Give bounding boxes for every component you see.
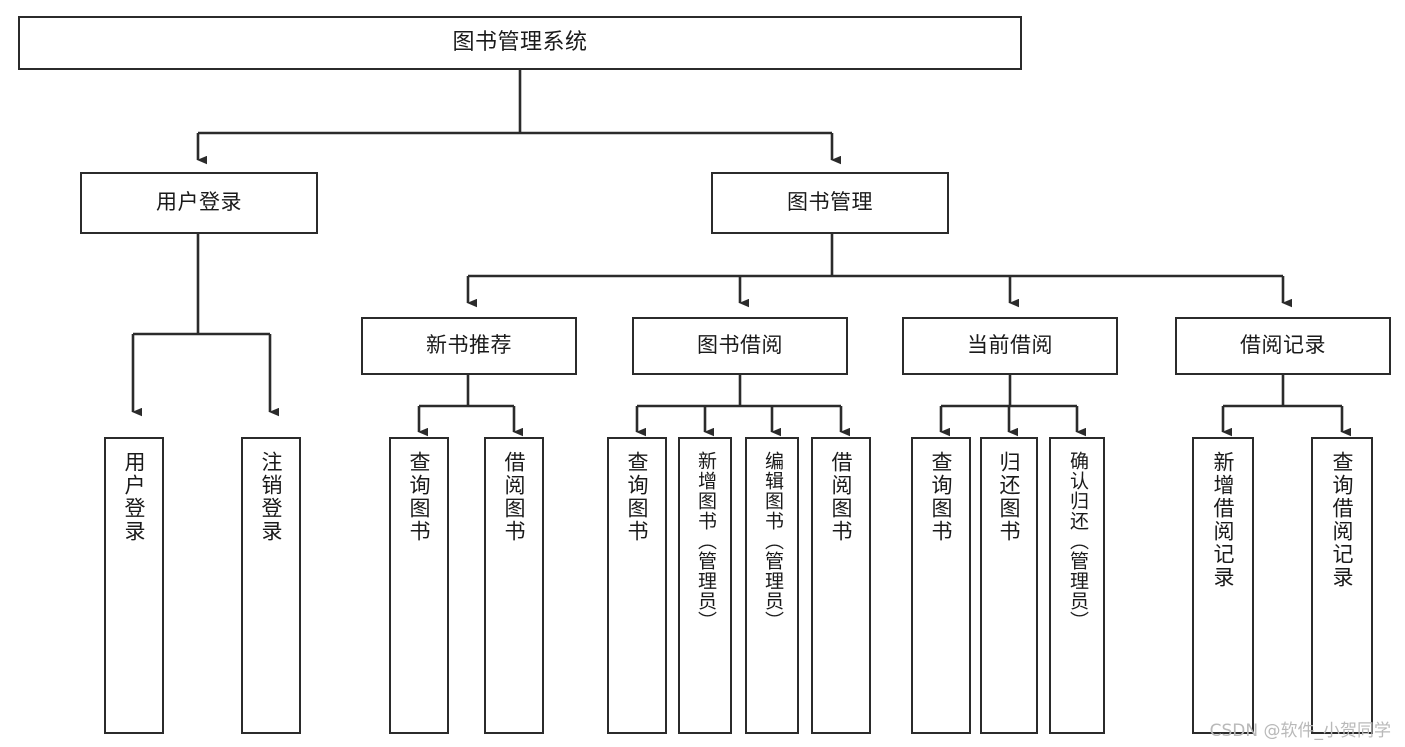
node-leaf-confirm-return-admin[interactable]: 确认归还（管理员） [1049, 437, 1105, 734]
node-root-book-management-system[interactable]: 图书管理系统 [18, 16, 1022, 70]
node-leaf-return-books[interactable]: 归还图书 [980, 437, 1038, 734]
node-label: 图书管理 [787, 190, 873, 215]
node-label: 当前借阅 [967, 333, 1053, 358]
node-book-borrowing[interactable]: 图书借阅 [632, 317, 848, 375]
node-label: 借阅图书 [829, 451, 854, 543]
node-leaf-borrow-books-recommend[interactable]: 借阅图书 [484, 437, 544, 734]
node-label: 归还图书 [997, 451, 1022, 543]
node-label: 注销登录 [259, 451, 284, 543]
node-borrow-records[interactable]: 借阅记录 [1175, 317, 1391, 375]
node-label: 借阅记录 [1240, 333, 1326, 358]
node-label: 新增借阅记录 [1211, 451, 1236, 589]
node-leaf-query-books-borrow[interactable]: 查询图书 [607, 437, 667, 734]
node-label: 新书推荐 [426, 333, 512, 358]
node-label: 用户登录 [122, 451, 147, 543]
node-user-login[interactable]: 用户登录 [80, 172, 318, 234]
node-new-book-recommendation[interactable]: 新书推荐 [361, 317, 577, 375]
node-label: 借阅图书 [502, 451, 527, 543]
node-label: 查询图书 [625, 451, 650, 543]
node-leaf-query-borrow-record[interactable]: 查询借阅记录 [1311, 437, 1373, 734]
node-leaf-add-borrow-record[interactable]: 新增借阅记录 [1192, 437, 1254, 734]
node-leaf-logout[interactable]: 注销登录 [241, 437, 301, 734]
node-current-borrowing[interactable]: 当前借阅 [902, 317, 1118, 375]
node-label: 编辑图书（管理员） [761, 451, 784, 631]
node-label: 新增图书（管理员） [694, 451, 717, 631]
node-leaf-edit-book-admin[interactable]: 编辑图书（管理员） [745, 437, 799, 734]
node-leaf-query-books-current[interactable]: 查询图书 [911, 437, 971, 734]
node-leaf-add-book-admin[interactable]: 新增图书（管理员） [678, 437, 732, 734]
node-leaf-user-login[interactable]: 用户登录 [104, 437, 164, 734]
node-label: 查询图书 [407, 451, 432, 543]
csdn-watermark: CSDN @软件_小贺同学 [1209, 721, 1391, 741]
node-label: 查询借阅记录 [1330, 451, 1355, 589]
node-label: 查询图书 [929, 451, 954, 543]
node-label: 图书管理系统 [452, 29, 588, 55]
node-leaf-query-books-recommend[interactable]: 查询图书 [389, 437, 449, 734]
node-label: 用户登录 [156, 190, 242, 215]
node-label: 图书借阅 [697, 333, 783, 358]
node-label: 确认归还（管理员） [1066, 451, 1089, 631]
node-leaf-borrow-books[interactable]: 借阅图书 [811, 437, 871, 734]
node-book-management[interactable]: 图书管理 [711, 172, 949, 234]
